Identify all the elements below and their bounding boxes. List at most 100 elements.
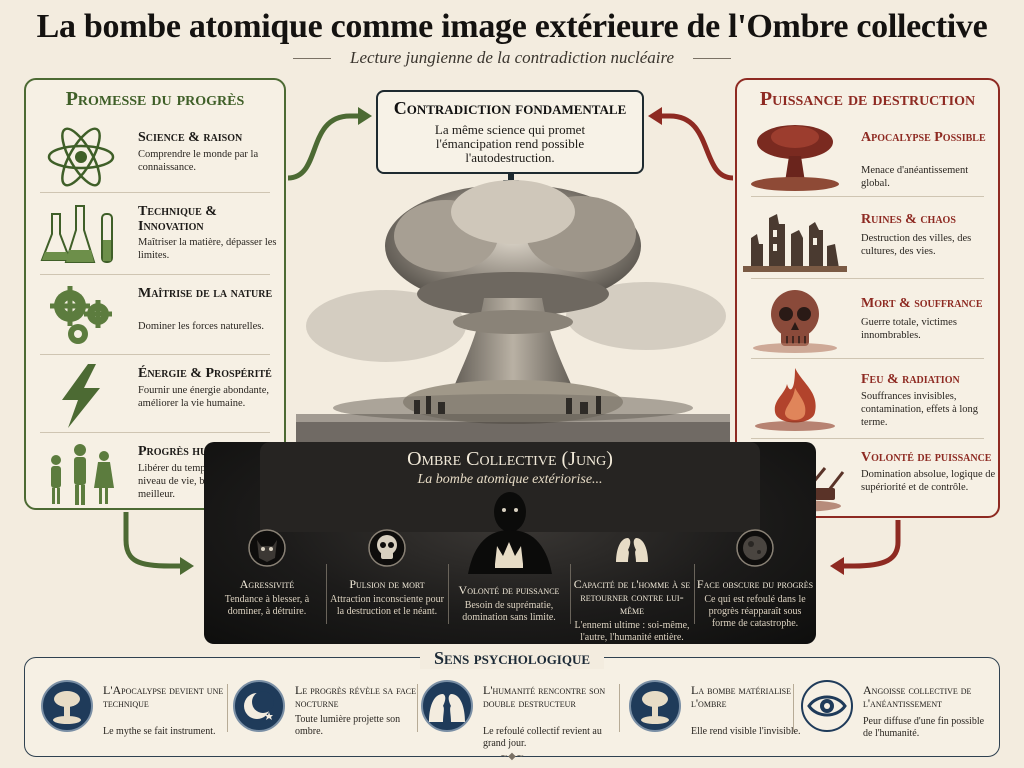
bottom-ornament: ~◆~ <box>499 751 525 762</box>
two-faces-icon <box>616 538 648 562</box>
destruction-item-apocalypse: Apocalypse Possible Menace d'anéantissem… <box>737 118 998 196</box>
meaning-item-title: Angoisse collective de l'anéantissement <box>863 683 972 710</box>
arrowhead-progress-to-shadow <box>180 557 194 575</box>
shadow-subtitle: La bombe atomique extériorise... <box>417 472 603 487</box>
divider <box>793 684 794 732</box>
page-title: La bombe atomique comme image extérieure… <box>36 8 988 45</box>
shadow-item-desc: Attraction inconsciente pour la destruct… <box>330 594 444 617</box>
destruction-item-desc: Destruction des villes, des cultures, de… <box>861 233 972 257</box>
destruction-item-desc: Souffrances invisibles, contamination, e… <box>861 391 979 428</box>
destruction-item-title: Mort & souffrance <box>861 296 983 311</box>
contradiction-box: Contradiction fondamentale La même scien… <box>376 90 644 174</box>
fire-icon <box>755 368 835 431</box>
contradiction-title: Contradiction fondamentale <box>393 98 627 118</box>
skull-icon <box>753 290 837 353</box>
divider <box>40 274 270 275</box>
mushroom-cloud-icon <box>751 125 839 191</box>
shadow-item-desc: L'ennemi ultime : soi-même, l'autre, l'h… <box>574 620 690 643</box>
destruction-item-title: Volonté de puissance <box>861 450 992 465</box>
meaning-item-desc: Peur diffuse d'une fin possible de l'hum… <box>863 716 985 739</box>
shadow-item-agressivite: Agressivité Tendance à blesser, à domine… <box>208 528 326 618</box>
shadow-item-face-obscure: Face obscure du progrès Ce qui est refou… <box>696 528 814 630</box>
shadow-item-pulsion: Pulsion de mort Attraction inconsciente … <box>328 528 446 618</box>
destruction-item-title: Apocalypse Possible <box>861 130 986 145</box>
arrow-destruction-to-contradiction <box>660 113 734 181</box>
progress-panel-title: Promesse du progrès <box>65 88 245 110</box>
demon-mask-icon <box>248 529 286 567</box>
progress-item-technique: Technique & Innovation Maîtriser la mati… <box>26 194 284 274</box>
two-faces-icon <box>421 680 473 732</box>
progress-item-title: Technique & Innovation <box>138 204 217 234</box>
progress-item-desc: Dominer les forces naturelles. <box>138 321 264 332</box>
destruction-item-desc: Menace d'anéantissement global. <box>861 165 969 189</box>
shadow-item-desc: Besoin de suprématie, domination sans li… <box>462 600 556 623</box>
collective-shadow-panel: Ombre Collective (Jung) La bombe atomiqu… <box>204 442 816 644</box>
meaning-item-desc: Toute lumière projette son ombre. <box>295 714 401 737</box>
shadow-title: Ombre Collective (Jung) <box>407 448 613 470</box>
mushroom-cloud-icon <box>41 680 93 732</box>
destruction-item-desc: Guerre totale, victimes innombrables. <box>861 317 957 341</box>
progress-item-maitrise: Maîtrise de la nature Dominer les forces… <box>26 276 284 356</box>
arrowhead-destruction-to-shadow <box>830 557 844 575</box>
contradiction-text: La même science qui promet l'émancipatio… <box>434 122 586 165</box>
divider <box>751 438 984 439</box>
banner-title: Sens psychologique <box>420 648 604 669</box>
progress-item-desc: Fournir une énergie abondante, améliorer… <box>138 385 270 409</box>
progress-item-desc: Maîtriser la matière, dépasser les limit… <box>138 237 277 261</box>
page-subtitle: Lecture jungienne de la contradiction nu… <box>349 48 675 67</box>
progress-item-title: Science & raison <box>138 130 243 145</box>
arrow-destruction-to-shadow <box>842 520 901 569</box>
shadow-item-volonte: Volonté de puissance Besoin de suprémati… <box>450 534 568 624</box>
destruction-panel-title: Puissance de destruction <box>759 88 976 110</box>
atom-icon <box>47 127 115 187</box>
flask-icon <box>40 205 113 263</box>
divider <box>751 196 984 197</box>
meaning-item-title: L'humanité rencontre son double destruct… <box>483 683 606 710</box>
progress-item-title: Énergie & Prospérité <box>138 366 272 381</box>
progress-item-science: Science & raison Comprendre le monde par… <box>26 118 284 192</box>
arrow-progress-to-contradiction <box>287 113 362 181</box>
shadow-item-desc: Tendance à blesser, à dominer, à détruir… <box>224 594 310 617</box>
progress-item-desc: Comprendre le monde par la connaissance. <box>138 149 259 173</box>
divider <box>448 564 449 624</box>
mushroom-cloud-icon <box>629 680 681 732</box>
destruction-item-mort: Mort & souffrance Guerre totale, victime… <box>737 280 998 358</box>
shadow-item-desc: Ce qui est refoulé dans le progrès réapp… <box>704 594 806 629</box>
gears-icon <box>50 286 112 344</box>
family-icon <box>51 444 114 505</box>
ruins-icon <box>743 214 847 272</box>
shadow-item-title: Capacité de l'homme à se retourner contr… <box>573 577 691 617</box>
destruction-item-desc: Domination absolue, logique de supériori… <box>861 469 996 493</box>
meaning-item-desc: Le mythe se fait instrument. <box>103 726 216 737</box>
destruction-item-title: Ruines & chaos <box>861 212 956 227</box>
progress-item-title: Maîtrise de la nature <box>138 286 273 301</box>
divider <box>417 684 418 732</box>
skull-icon <box>368 529 406 567</box>
destruction-item-ruines: Ruines & chaos Destruction des villes, d… <box>737 198 998 278</box>
meaning-item-title: La bombe matérialise l'ombre <box>691 683 791 710</box>
divider <box>40 432 270 433</box>
divider <box>751 358 984 359</box>
divider <box>694 564 695 624</box>
psychological-meaning-banner: L'Apocalypse devient une technique Le my… <box>24 657 1000 757</box>
divider <box>40 192 270 193</box>
subtitle-rule-left <box>292 58 331 59</box>
arrow-contradiction-down-shaft <box>508 174 514 180</box>
eye-icon <box>801 680 853 732</box>
divider <box>751 278 984 279</box>
divider <box>40 354 270 355</box>
meaning-item-title: L'Apocalypse devient une technique <box>103 683 224 710</box>
progress-item-desc: Libérer du temps, élever le niveau de vi… <box>138 463 261 500</box>
subtitle-row: Lecture jungienne de la contradiction nu… <box>0 48 1024 68</box>
dark-moon-icon <box>736 529 774 567</box>
destruction-item-feu: Feu & radiation Souffrances invisibles, … <box>737 360 998 440</box>
divider <box>619 684 620 732</box>
arrow-progress-to-shadow <box>123 512 182 569</box>
progress-panel: Promesse du progrès Science & raison Com… <box>24 78 286 510</box>
subtitle-rule-right <box>693 58 732 59</box>
divider <box>326 564 327 624</box>
divider <box>570 564 571 624</box>
shadow-item-title: Face obscure du progrès <box>696 577 814 591</box>
lightning-icon <box>62 364 100 428</box>
crown-icon <box>495 542 523 568</box>
